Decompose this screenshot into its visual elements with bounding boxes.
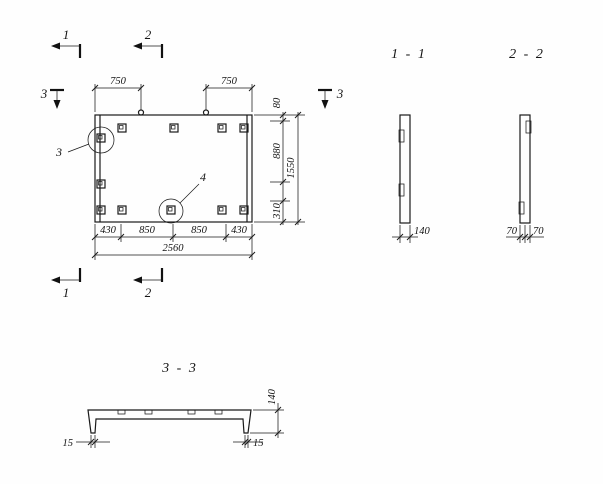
section-mark-2-bottom: 2 (145, 285, 152, 300)
section-3-3-body (87, 409, 252, 434)
anchor-icon (117, 123, 127, 133)
anchor-slot (187, 409, 196, 415)
section-1-1-body (399, 114, 411, 224)
dim-bottom-430-right: 430 (231, 225, 248, 236)
section-2-2-body (519, 114, 531, 224)
section-mark-1-top: 1 (63, 27, 70, 42)
detail-callout-4: 4 (158, 170, 206, 224)
section-mark-1-bottom: 1 (63, 285, 70, 300)
anchor-slot (525, 120, 532, 134)
anchor-slot (214, 409, 223, 415)
anchor-icon (96, 133, 106, 143)
section-2-2-title: 2 - 2 (509, 47, 545, 62)
anchor-icon (169, 123, 179, 133)
dim-bottom-2560: 2560 (163, 243, 185, 254)
anchor-icon (96, 179, 106, 189)
section-mark-3-right: 3 (336, 86, 344, 101)
section-1-1-view: 1 - 1 140 (391, 47, 431, 243)
dim-section-3-3-140: 140 (267, 388, 278, 405)
anchor-icon (96, 205, 106, 215)
dim-section-2-2-70-right: 70 (533, 226, 544, 237)
plan-bottom-dimensions: 430 850 850 430 2560 (91, 224, 256, 260)
dim-right-880: 880 (272, 142, 283, 159)
detail-label-4: 4 (200, 170, 206, 184)
dim-bottom-430-left: 430 (100, 225, 117, 236)
plan-right-dimensions: 80 880 310 1550 (254, 97, 305, 226)
detail-callout-3: 3 (55, 126, 115, 159)
section-3-3-view: 3 - 3 15 15 140 (63, 361, 284, 449)
dim-bottom-850-right: 850 (191, 225, 208, 236)
detail-label-3: 3 (55, 145, 62, 159)
anchor-slot (398, 129, 405, 143)
section-marks: 1 2 1 2 3 3 (40, 27, 344, 300)
anchor-slot (398, 183, 405, 197)
dim-section-3-3-15-right: 15 (253, 438, 264, 449)
dim-top-750-right: 750 (221, 76, 238, 87)
section-3-3-title: 3 - 3 (161, 361, 198, 376)
anchor-icon (239, 205, 249, 215)
anchor-icon (217, 205, 227, 215)
dim-section-1-1-140: 140 (414, 226, 431, 237)
section-2-2-view: 2 - 2 70 70 (506, 47, 545, 243)
anchor-icon (217, 123, 227, 133)
lifting-loop-left (137, 109, 145, 116)
anchor-marks (96, 123, 249, 215)
anchor-slot (144, 409, 153, 415)
dim-section-3-3-15-left: 15 (63, 438, 74, 449)
panel-outline (94, 114, 253, 223)
dim-bottom-850-left: 850 (139, 225, 156, 236)
plan-top-dimensions: 750 750 (91, 76, 256, 112)
anchor-icon (117, 205, 127, 215)
section-1-1-title: 1 - 1 (391, 47, 427, 62)
section-mark-2-top: 2 (145, 27, 152, 42)
anchor-icon (239, 123, 249, 133)
dim-top-750-left: 750 (110, 76, 127, 87)
dim-right-1550: 1550 (286, 157, 297, 179)
dim-section-2-2-70-left: 70 (507, 226, 518, 237)
dim-right-80: 80 (272, 97, 283, 108)
anchor-slot (117, 409, 126, 415)
lifting-loop-right (202, 109, 210, 116)
anchor-slot (518, 201, 525, 215)
plan-view: 3 4 1 2 1 2 (40, 27, 344, 300)
anchor-icon (166, 205, 176, 215)
section-mark-3-left: 3 (40, 86, 48, 101)
dim-right-310: 310 (272, 202, 283, 220)
